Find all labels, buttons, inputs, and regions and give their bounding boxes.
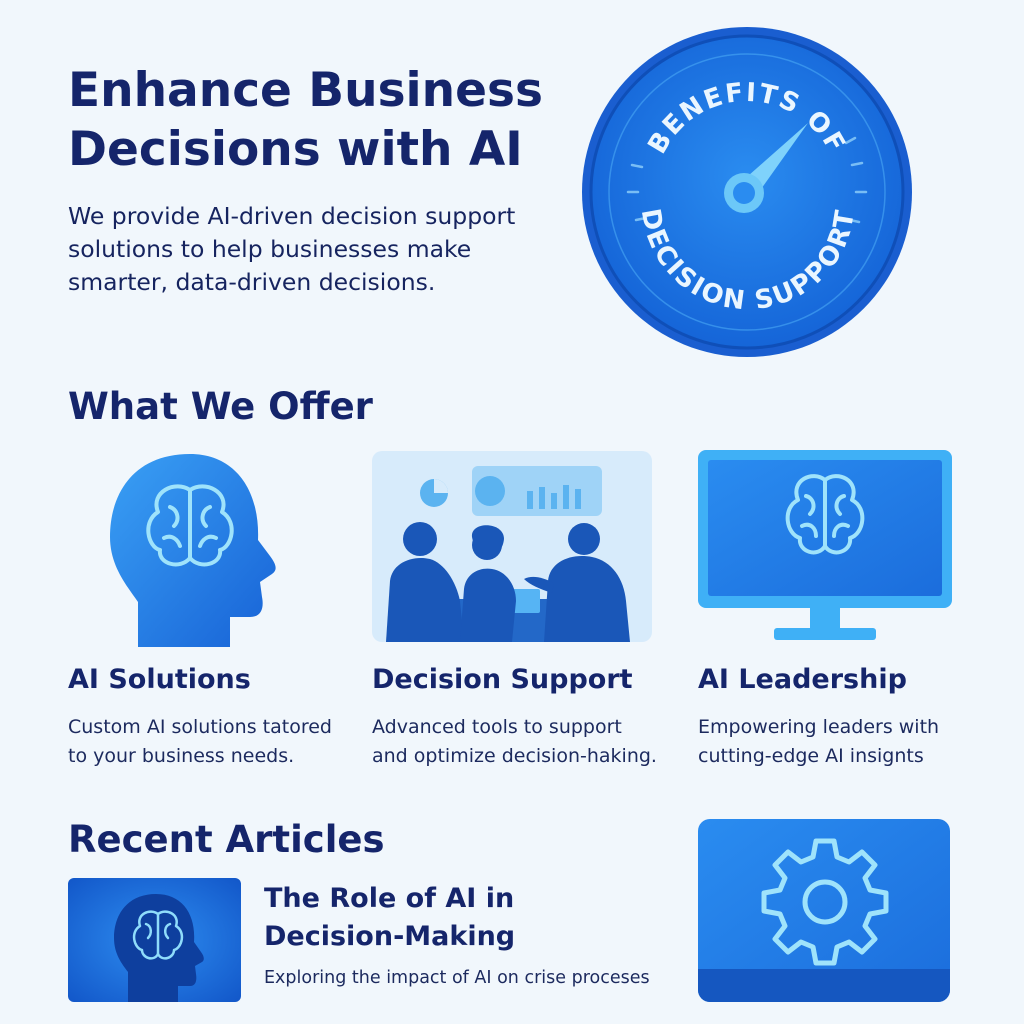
card-description-ai-solutions: Custom AI solutions tatored to your busi… <box>68 716 332 767</box>
hero-title: Enhance Business Decisions with AI <box>68 63 543 177</box>
offer-heading: What We Offer <box>68 385 373 428</box>
card-title-decision-support[interactable]: Decision Support <box>372 664 633 695</box>
team-meeting-illustration <box>372 451 652 642</box>
article-thumbnail[interactable] <box>68 878 241 1002</box>
gauge-needle-icon <box>724 123 808 213</box>
hero-description: We provide AI-driven decision support so… <box>68 202 516 296</box>
brain-head-icon <box>110 454 276 647</box>
articles-heading: Recent Articles <box>68 818 385 861</box>
article-description: Exploring the impact of AI on crise proc… <box>264 968 650 988</box>
card-title-ai-leadership[interactable]: AI Leadership <box>698 664 907 695</box>
decision-support-badge: BENEFITS OF DECISION SUPPORT <box>582 27 912 357</box>
card-description-ai-leadership: Empowering leaders with cutting-edge AI … <box>698 716 940 767</box>
card-title-ai-solutions[interactable]: AI Solutions <box>68 664 251 695</box>
monitor-brain-icon <box>698 450 952 640</box>
article-title[interactable]: The Role of AI in Decision-Making <box>264 883 516 952</box>
article-thumbnail-gear[interactable] <box>698 819 950 1002</box>
gear-icon <box>761 838 889 966</box>
brain-head-icon <box>114 894 204 1002</box>
card-description-decision-support: Advanced tools to support and optimize d… <box>372 716 657 767</box>
